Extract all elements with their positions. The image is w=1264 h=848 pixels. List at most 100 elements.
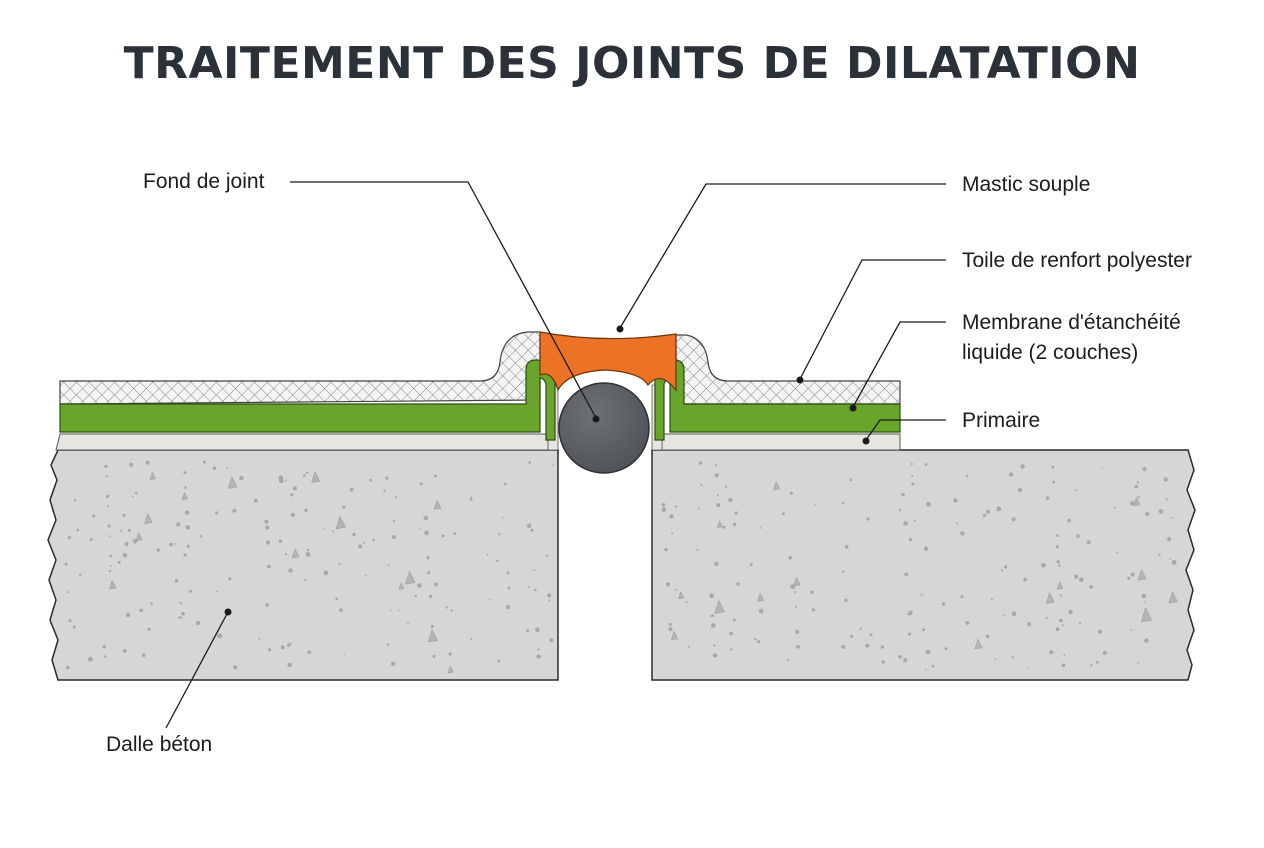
aggregate-speck xyxy=(109,554,113,558)
aggregate-speck xyxy=(1158,509,1164,514)
aggregate-speck xyxy=(304,578,307,581)
label-mastic-souple: Mastic souple xyxy=(962,173,1091,196)
aggregate-speck xyxy=(931,664,935,668)
aggregate-speck xyxy=(711,623,716,628)
aggregate-speck xyxy=(811,608,816,612)
aggregate-speck xyxy=(186,544,190,549)
aggregate-stone xyxy=(405,570,416,585)
aggregate-stone xyxy=(1168,591,1178,604)
aggregate-speck xyxy=(911,482,915,486)
aggregate-speck xyxy=(1068,609,1073,614)
label-membrane-line1: Membrane d'étanchéité xyxy=(962,311,1181,334)
aggregate-speck xyxy=(749,563,753,567)
aggregate-speck xyxy=(664,547,668,552)
aggregate-speck xyxy=(423,515,429,521)
aggregate-speck xyxy=(72,625,76,629)
aggregate-speck xyxy=(179,602,182,605)
aggregate-speck xyxy=(960,595,964,599)
aggregate-speck xyxy=(1134,484,1139,489)
aggregate-speck xyxy=(169,542,173,547)
aggregate-speck xyxy=(145,460,150,465)
aggregate-speck xyxy=(986,509,991,514)
aggregate-speck xyxy=(788,556,792,560)
aggregate-speck xyxy=(814,504,816,506)
aggregate-speck xyxy=(332,530,334,533)
aggregate-speck xyxy=(1142,467,1147,472)
aggregate-speck xyxy=(338,563,341,566)
aggregate-speck xyxy=(1003,614,1006,617)
aggregate-speck xyxy=(796,644,800,649)
label-toile-de-renfort: Toile de renfort polyester xyxy=(962,249,1192,272)
aggregate-speck xyxy=(956,522,958,525)
aggregate-speck xyxy=(1144,600,1146,603)
aggregate-speck xyxy=(498,533,501,536)
aggregate-speck xyxy=(134,491,138,495)
aggregate-speck xyxy=(503,482,507,486)
aggregate-speck xyxy=(127,528,131,532)
aggregate-speck xyxy=(712,653,718,658)
aggregate-speck xyxy=(665,582,671,587)
aggregate-speck xyxy=(1074,574,1079,579)
aggregate-speck xyxy=(432,654,436,658)
aggregate-stone xyxy=(291,548,300,559)
aggregate-speck xyxy=(990,598,994,601)
aggregate-speck xyxy=(668,627,673,632)
concrete-slab-right xyxy=(651,449,1196,681)
aggregate-speck xyxy=(965,621,970,625)
aggregate-speck xyxy=(1061,624,1064,627)
aggregate-speck xyxy=(430,624,434,628)
aggregate-speck xyxy=(1089,585,1093,589)
aggregate-speck xyxy=(304,508,308,513)
aggregate-speck xyxy=(669,514,674,519)
leader-lines xyxy=(165,181,946,729)
aggregate-speck xyxy=(1004,565,1008,569)
aggregate-speck xyxy=(450,609,453,612)
aggregate-speck xyxy=(287,662,292,668)
aggregate-speck xyxy=(1059,594,1062,597)
aggregate-speck xyxy=(108,535,111,537)
aggregate-speck xyxy=(228,577,232,581)
aggregate-speck xyxy=(419,482,423,486)
aggregate-speck xyxy=(965,475,969,478)
aggregate-speck xyxy=(714,473,719,478)
aggregate-speck xyxy=(1167,537,1172,542)
aggregate-speck xyxy=(1020,464,1025,469)
aggregate-speck xyxy=(1137,662,1140,664)
aggregate-speck xyxy=(535,627,540,632)
aggregate-speck xyxy=(103,655,107,658)
aggregate-stone xyxy=(670,630,679,641)
aggregate-speck xyxy=(392,519,395,523)
aggregate-speck xyxy=(732,522,737,527)
reinforcement-mesh-layer xyxy=(59,331,901,405)
aggregate-stone xyxy=(793,576,801,587)
aggregate-speck xyxy=(714,561,719,566)
aggregate-speck xyxy=(730,648,733,651)
aggregate-speck xyxy=(176,523,180,527)
aggregate-speck xyxy=(470,496,473,499)
aggregate-speck xyxy=(881,660,885,664)
aggregate-speck xyxy=(960,531,965,536)
aggregate-speck xyxy=(385,476,389,480)
aggregate-speck xyxy=(941,602,946,606)
aggregate-speck xyxy=(391,661,396,666)
aggregate-speck xyxy=(844,598,848,602)
aggregate-speck xyxy=(1061,663,1066,668)
aggregate-stone xyxy=(144,512,153,525)
aggregate-speck xyxy=(1137,481,1140,484)
aggregate-speck xyxy=(289,642,292,645)
aggregate-speck xyxy=(180,617,183,619)
aggregate-speck xyxy=(1063,654,1066,656)
aggregate-speck xyxy=(713,644,716,647)
aggregate-speck xyxy=(910,462,913,466)
aggregate-speck xyxy=(335,597,339,601)
aggregate-speck xyxy=(1101,467,1103,470)
aggregate-stone xyxy=(714,599,725,614)
aggregate-speck xyxy=(92,514,96,518)
aggregate-stone xyxy=(757,592,765,602)
aggregate-speck xyxy=(1129,501,1135,506)
aggregate-speck xyxy=(898,509,901,512)
aggregate-speck xyxy=(924,546,929,551)
aggregate-speck xyxy=(842,501,845,505)
aggregate-speck xyxy=(125,612,131,618)
aggregate-speck xyxy=(489,598,491,601)
